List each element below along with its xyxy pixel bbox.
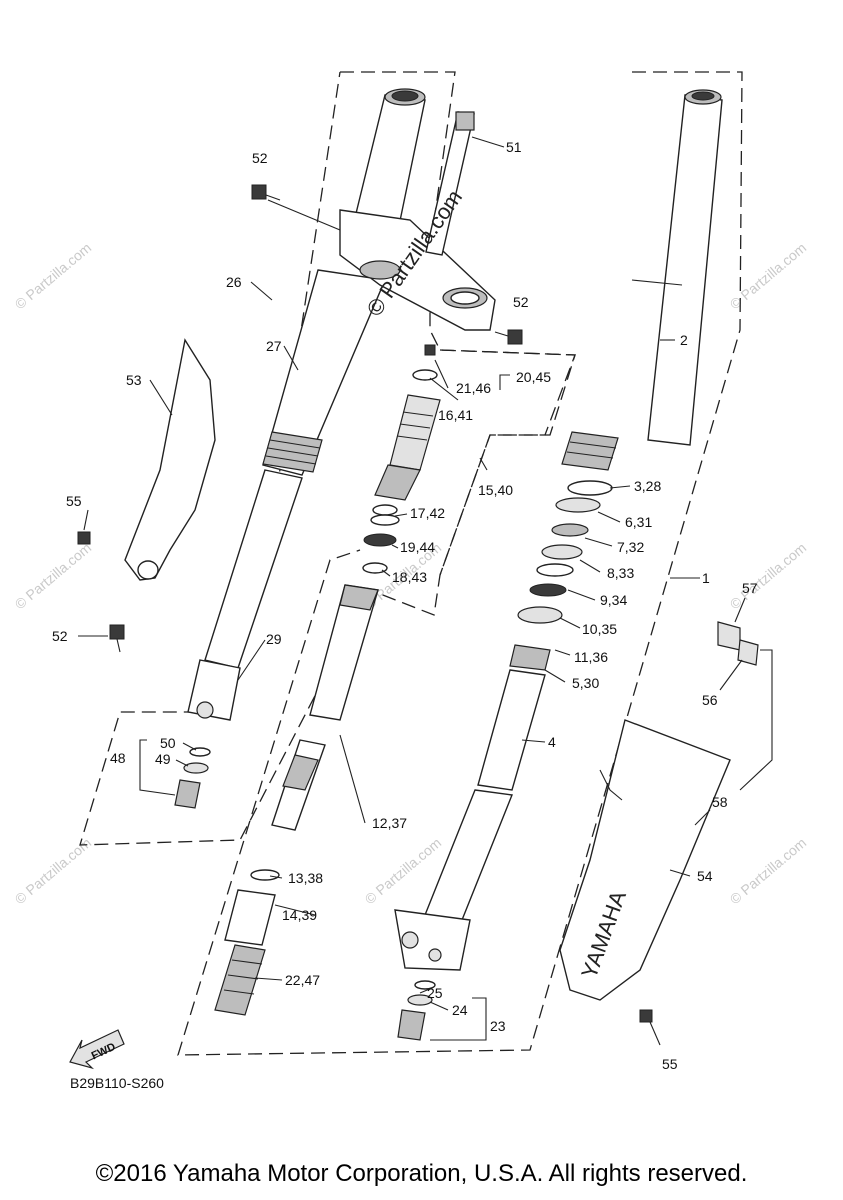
part-label: 53 (126, 372, 142, 388)
left-fork-outer-tube (187, 88, 426, 721)
part-label: 48 (110, 750, 126, 766)
part-label: 15,40 (478, 482, 513, 498)
faint-watermark: © Partzilla.com (12, 539, 95, 612)
part-label: 3,28 (634, 478, 661, 494)
part-label: 55 (66, 493, 82, 509)
part-label: 11,36 (574, 649, 608, 665)
part-label: 24 (452, 1002, 468, 1018)
part-label: 18,43 (392, 569, 427, 585)
part-label: 52 (513, 294, 529, 310)
axle-holder-right (397, 980, 436, 1041)
part-label: 51 (506, 139, 522, 155)
faint-watermark: © Partzilla.com (12, 239, 95, 312)
part-label: 26 (226, 274, 242, 290)
part-label: 49 (155, 751, 171, 767)
part-label: 29 (266, 631, 282, 647)
part-label: 57 (742, 580, 758, 596)
left-fork-guard (124, 338, 216, 581)
part-label: 50 (160, 735, 176, 751)
faint-watermark: © Partzilla.com (727, 539, 810, 612)
part-label: 56 (702, 692, 718, 708)
axle-holder-left (174, 747, 211, 809)
copyright-notice: ©2016 Yamaha Motor Corporation, U.S.A. A… (95, 1160, 748, 1187)
upper-clamp (339, 209, 496, 331)
fwd-arrow: FWD (69, 1029, 125, 1070)
part-label: 21,46 (456, 380, 491, 396)
leader-lines (78, 136, 773, 1046)
right-fork-assembly (394, 89, 723, 971)
part-label: 52 (252, 150, 268, 166)
bolt-52-lower-left (109, 624, 125, 653)
faint-watermark: © Partzilla.com (727, 834, 810, 907)
guard-bracket (717, 621, 759, 666)
part-label: 25 (427, 985, 443, 1001)
right-fork-guard: YAMAHA (559, 719, 731, 1001)
faint-watermark: © Partzilla.com (727, 239, 810, 312)
bolt-55-lower-right (639, 1009, 653, 1023)
part-label: 1 (702, 570, 710, 586)
part-label: 23 (490, 1018, 506, 1034)
part-label: 12,37 (372, 815, 407, 831)
part-label: 14,39 (282, 907, 317, 923)
part-label: 22,47 (285, 972, 320, 988)
bolt-52-right (494, 329, 523, 345)
part-label: 20,45 (516, 369, 551, 385)
part-label: 9,34 (600, 592, 627, 608)
part-label: 13,38 (288, 870, 323, 886)
part-label: 10,35 (582, 621, 617, 637)
part-label: 54 (697, 868, 713, 884)
part-label: 52 (52, 628, 68, 644)
part-callouts: 52 51 26 27 53 55 52 29 50 49 48 21,46 2… (52, 139, 758, 1072)
part-label: 55 (662, 1056, 678, 1072)
part-label: 19,44 (400, 539, 435, 555)
part-label: 4 (548, 734, 556, 750)
part-label: 7,32 (617, 539, 644, 555)
bolt-52-top (251, 184, 281, 201)
part-label: 16,41 (438, 407, 473, 423)
part-label: 6,31 (625, 514, 652, 530)
bolt-55-upper-left (77, 531, 91, 545)
part-label: 17,42 (410, 505, 445, 521)
part-label: 5,30 (572, 675, 599, 691)
part-label: 58 (712, 794, 728, 810)
diagram-code: B29B110-S260 (70, 1075, 164, 1091)
part-label: 2 (680, 332, 688, 348)
steering-stem (425, 111, 475, 256)
part-label: 8,33 (607, 565, 634, 581)
damper-cartridge (214, 344, 441, 1016)
part-label: 27 (266, 338, 282, 354)
